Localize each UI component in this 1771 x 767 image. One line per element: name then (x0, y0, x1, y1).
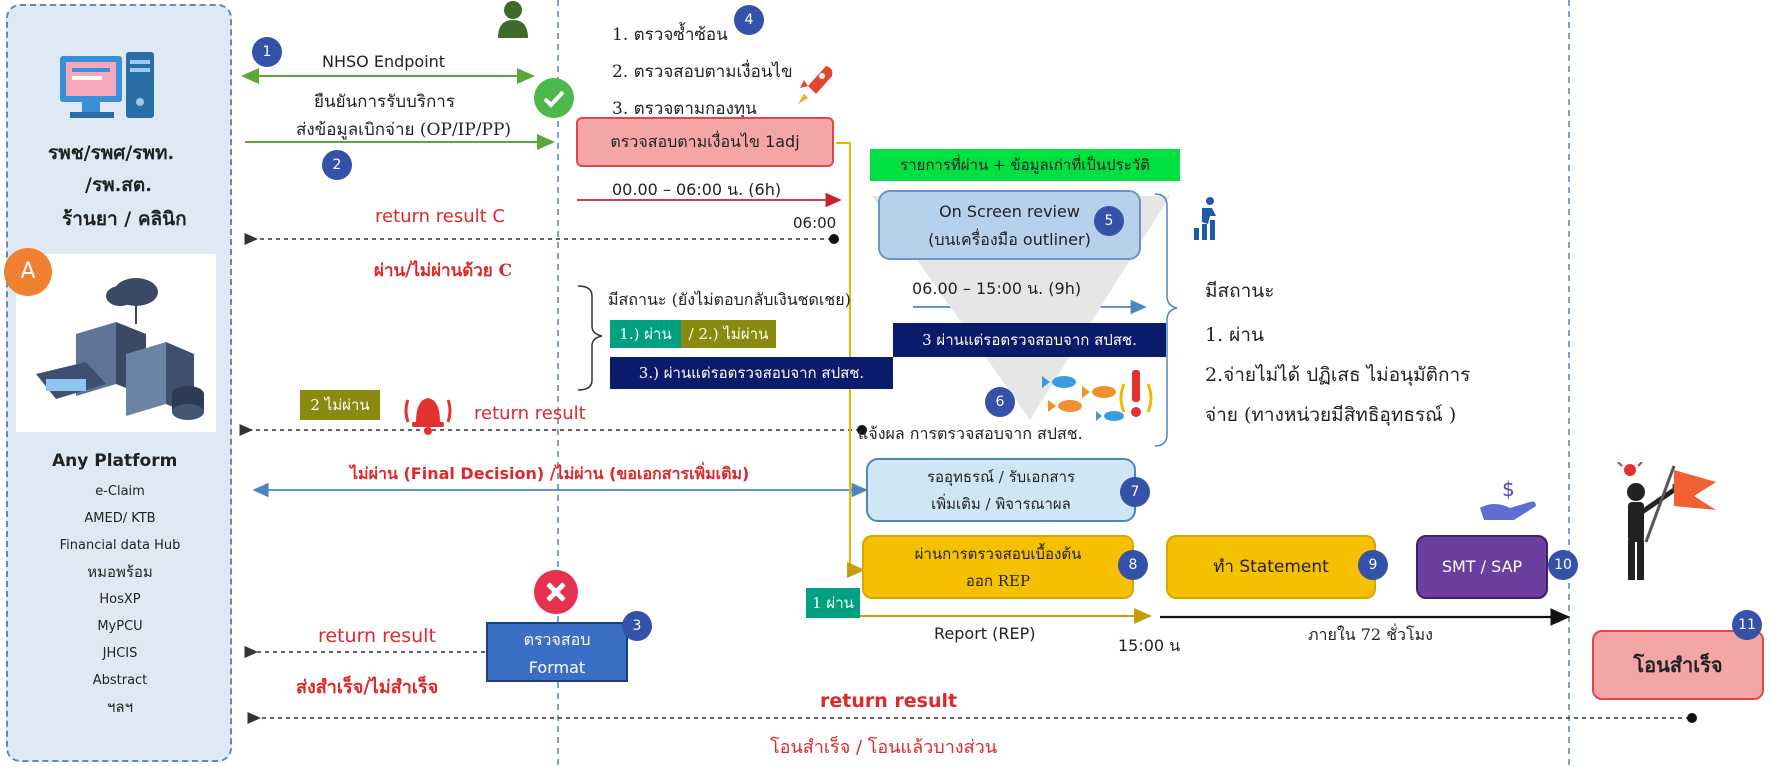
platform-item: หมอพร้อม (87, 563, 153, 581)
wait-banner: 3 ผ่านแต่รอตรวจสอบจาก สปสช. (893, 323, 1166, 357)
review-window-label: 06.00 – 15:00 น. (9h) (912, 279, 1082, 298)
initial-line2: ออก REP (965, 572, 1031, 590)
right-status-item1: 1. ผ่าน (1205, 324, 1264, 346)
time-0600-label: 06:00 (793, 214, 837, 232)
right-status-item3: จ่าย (ทางหน่วยมีสิทธิอุทธรณ์ ) (1205, 404, 1457, 426)
step-badge-10: 10 (1548, 550, 1578, 580)
return-result-bottom-label: return result (820, 690, 958, 712)
flag-person-icon (1612, 461, 1722, 592)
onscreen-review-box[interactable]: On Screen review (บนเครื่องมือ outliner) (878, 190, 1141, 260)
not-pass-label: 2 ไม่ผ่าน (310, 396, 370, 414)
adj-check-box[interactable]: ตรวจสอบตามเงื่อนไข 1adj (576, 117, 834, 167)
org-line3: ร้านยา / คลินิก (62, 208, 187, 230)
status-pass-tag: 1.) ผ่าน (610, 320, 681, 348)
appeal-line2: เพิ่มเติม / พิจารณาผล (931, 495, 1071, 513)
notify-label: แจ้งผล การตรวจสอบจาก สปสช. (858, 424, 1083, 443)
pass-tag-label: 1 ผ่าน (812, 594, 854, 612)
step-badge-11: 11 (1732, 610, 1762, 640)
smt-sap-box[interactable]: SMT / SAP (1416, 535, 1548, 599)
platform-list: e-Claim AMED/ KTB Financial data Hub หมอ… (16, 478, 224, 721)
transfer-done-box[interactable]: โอนสำเร็จ (1592, 630, 1764, 700)
submit-line2: ส่งข้อมูลเบิกจ่าย (OP/IP/PP) (296, 120, 512, 140)
not-pass-tag: 2 ไม่ผ่าน (300, 390, 380, 420)
adj-check-label: ตรวจสอบตามเงื่อนไข 1adj (610, 132, 800, 151)
money-hand-icon: $ (1478, 477, 1538, 524)
statement-label: ทำ Statement (1213, 557, 1329, 577)
right-status-item2: 2.จ่ายไม่ได้ ปฏิเสธ ไม่อนุมัติการ (1205, 364, 1471, 386)
return-result-format-label: return result (318, 625, 436, 647)
check-item-1: 1. ตรวจซ้ำซ้อน (612, 25, 728, 45)
status-pass-label: 1.) ผ่าน (619, 325, 672, 343)
server-illustration (16, 254, 216, 432)
check-item-3: 3. ตรวจตามกองทุน (612, 99, 757, 119)
fish-alert-icon (1040, 368, 1160, 430)
format-line2: Format (528, 658, 586, 677)
org-line2: /รพ.สต. (85, 174, 152, 196)
platform-item: JHCIS (102, 646, 138, 661)
runner-chart-icon (1188, 196, 1224, 242)
step-badge-1: 1 (252, 37, 282, 67)
return-c-label: return result C (375, 206, 505, 227)
pass-fail-c-label: ผ่าน/ไม่ผ่านด้วย C (374, 261, 513, 281)
status-wait-label: 3.) ผ่านแต่รอตรวจสอบจาก สปสช. (638, 364, 865, 382)
org-line1: รพช/รพศ/รพท. (48, 142, 175, 164)
status-wait-tag: 3.) ผ่านแต่รอตรวจสอบจาก สปสช. (610, 357, 893, 389)
status-fail-label: / 2.) ไม่ผ่าน (688, 325, 769, 343)
step-badge-4: 4 (734, 5, 764, 35)
smt-sap-label: SMT / SAP (1441, 557, 1523, 576)
format-check-box[interactable]: ตรวจสอบ Format (486, 622, 628, 682)
status-fail-tag: / 2.) ไม่ผ่าน (681, 320, 776, 348)
within-72-label: ภายใน 72 ชั่วโมง (1308, 625, 1433, 644)
user-icon (496, 0, 530, 38)
statement-box[interactable]: ทำ Statement (1166, 535, 1376, 599)
platform-item: Abstract (92, 673, 148, 688)
return-result-mid-label: return result (474, 403, 586, 424)
transfer-done-label: โอนสำเร็จ (1633, 653, 1723, 677)
send-status-label: ส่งสำเร็จ/ไม่สำเร็จ (296, 677, 439, 698)
rocket-icon (796, 62, 836, 108)
step-badge-9: 9 (1358, 550, 1388, 580)
transfer-status-label: โอนสำเร็จ / โอนแล้วบางส่วน (770, 737, 997, 758)
initial-check-box[interactable]: ผ่านการตรวจสอบเบื้องต้น ออก REP (862, 535, 1134, 599)
history-banner-label: รายการที่ผ่าน + ข้อมูลเก่าที่เป็นประวัติ (900, 156, 1150, 174)
onscreen-line2: (บนเครื่องมือ outliner) (928, 230, 1091, 249)
svg-text:$: $ (1502, 478, 1515, 501)
platform-item: ฯลฯ (106, 698, 134, 716)
appeal-line1: รออุทธรณ์ / รับเอกสาร (926, 468, 1076, 486)
check-icon (534, 78, 574, 118)
report-label: Report (REP) (934, 624, 1036, 643)
time-1500-label: 15:00 น (1118, 636, 1181, 655)
platform-item: Financial data Hub (59, 538, 181, 553)
step-badge-2: 2 (322, 150, 352, 180)
computer-icon (58, 50, 158, 128)
step-badge-3: 3 (622, 611, 652, 641)
step-badge-6: 6 (985, 387, 1015, 417)
wait-banner-label: 3 ผ่านแต่รอตรวจสอบจาก สปสช. (922, 331, 1137, 349)
step-badge-7: 7 (1120, 477, 1150, 507)
endpoint-label: NHSO Endpoint (322, 52, 446, 71)
platform-item: HosXP (99, 592, 141, 607)
platform-title: Any Platform (52, 451, 178, 471)
submit-line1: ยืนยันการรับบริการ (314, 92, 455, 112)
badge-a: A (4, 248, 52, 296)
platform-item: AMED/ KTB (84, 511, 156, 526)
check-item-2: 2. ตรวจสอบตามเงื่อนไข (612, 62, 793, 82)
platform-item: e-Claim (95, 484, 145, 499)
onscreen-line1: On Screen review (939, 202, 1080, 221)
final-decision-label: ไม่ผ่าน (Final Decision) /ไม่ผ่าน (ขอเอก… (350, 464, 750, 483)
status-title: มีสถานะ (ยังไม่ตอบกลับเงินชดเชย) (608, 290, 851, 309)
pass-tag: 1 ผ่าน (806, 588, 860, 618)
format-line1: ตรวจสอบ (523, 630, 591, 649)
initial-line1: ผ่านการตรวจสอบเบื้องต้น (914, 545, 1082, 563)
history-banner: รายการที่ผ่าน + ข้อมูลเก่าที่เป็นประวัติ (870, 149, 1180, 181)
time-window-label: 00.00 – 06:00 น. (6h) (612, 180, 782, 199)
platform-item: MyPCU (97, 619, 143, 634)
cross-icon (534, 570, 578, 614)
step-badge-5: 5 (1094, 206, 1124, 236)
step-badge-8: 8 (1118, 550, 1148, 580)
appeal-box[interactable]: รออุทธรณ์ / รับเอกสาร เพิ่มเติม / พิจารณ… (866, 458, 1136, 522)
alarm-bell-icon (402, 386, 454, 438)
right-status-title: มีสถานะ (1205, 280, 1275, 302)
